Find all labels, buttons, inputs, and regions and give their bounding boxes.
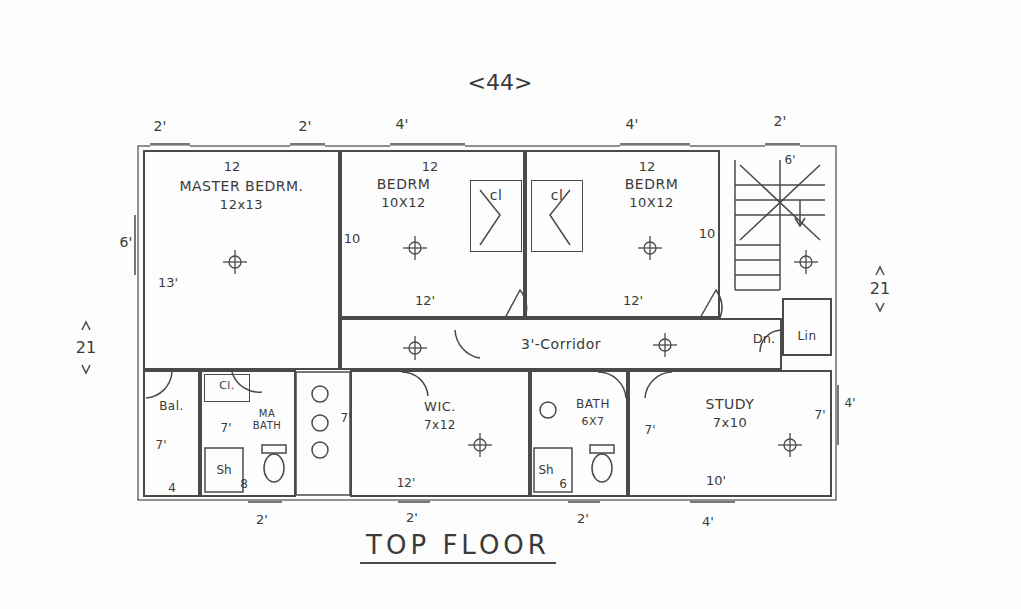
dimension-label: 8 xyxy=(240,478,248,490)
dimension-label: 7' xyxy=(815,409,826,421)
room-name: Bal. xyxy=(159,400,184,414)
dimension-label: 6' xyxy=(120,235,133,249)
dimension-label: 4' xyxy=(845,397,856,409)
dimension-label: 12' xyxy=(397,477,416,489)
room-size: 7x10 xyxy=(713,416,748,431)
dimension-label: 12' xyxy=(415,294,435,307)
room: cl xyxy=(470,180,522,252)
dimension-label: 21 xyxy=(76,340,96,356)
dimension-label: 4' xyxy=(626,117,639,131)
dimension-label: 4 xyxy=(168,482,176,494)
dimension-label: 2' xyxy=(577,512,589,525)
room-size: 10X12 xyxy=(381,196,426,211)
room-name: MASTER BEDRM. xyxy=(179,178,303,194)
dimension-label: Dn. xyxy=(753,332,775,345)
room-name: MA BATH xyxy=(243,408,291,431)
room: MA BATH Cl. xyxy=(200,370,296,497)
room-name: STUDY xyxy=(706,396,755,412)
dimension-label: 7' xyxy=(645,424,656,436)
room-name: BATH xyxy=(576,398,610,412)
room-size: 12x13 xyxy=(220,198,263,213)
dimension-label: 10 xyxy=(344,232,361,245)
room: MASTER BEDRM. 12x13 xyxy=(143,150,340,370)
room-name: Cl. xyxy=(219,380,235,393)
dimension-label: 7' xyxy=(221,422,232,434)
room: 3'-Corridor xyxy=(340,318,782,370)
dimension-label: 4' xyxy=(396,117,409,131)
room-name: cl xyxy=(551,187,564,203)
dimension-label: 12 xyxy=(639,160,656,173)
room-name: BEDRM xyxy=(625,176,679,192)
dimension-label: 21 xyxy=(870,281,890,297)
dimension-label: Sh xyxy=(538,464,553,476)
dimension-label: 4' xyxy=(702,515,714,528)
room-size: 6X7 xyxy=(581,416,604,429)
dimension-label: 13' xyxy=(158,276,178,289)
dimension-label: 12' xyxy=(623,294,643,307)
room: BEDRM 10X12 cl xyxy=(525,150,720,318)
room-name: cl xyxy=(490,187,503,203)
dimension-label: Sh xyxy=(216,464,231,476)
plan-caption: TOP FLOOR xyxy=(360,530,556,564)
room: WIC. 7x12 xyxy=(350,370,530,497)
dimension-label: 2' xyxy=(406,511,418,524)
dimension-label: 2' xyxy=(256,513,268,526)
room-size: 7x12 xyxy=(424,419,456,433)
dimension-label: 2' xyxy=(299,119,312,133)
room-name: BEDRM xyxy=(377,176,431,192)
room: cl xyxy=(531,180,583,252)
dimension-label: 2' xyxy=(154,119,167,133)
room-name: WIC. xyxy=(424,400,456,415)
dimension-label: 6 xyxy=(559,478,567,490)
dimension-label: 2' xyxy=(774,114,787,128)
room-size: 10X12 xyxy=(629,196,674,211)
room-name: 3'-Corridor xyxy=(521,336,601,352)
dimension-label: 10 xyxy=(699,227,716,240)
dimension-label: 7' xyxy=(156,439,167,451)
dimension-label: <44> xyxy=(468,72,533,94)
dimension-label: 12 xyxy=(224,160,241,173)
dimension-label: 7' xyxy=(341,412,352,424)
dimension-label: 10' xyxy=(706,474,726,487)
room: Lin xyxy=(782,298,832,356)
dimension-label: 6' xyxy=(785,154,796,166)
room: STUDY 7x10 xyxy=(628,370,832,497)
room: BATH 6X7 xyxy=(530,370,628,497)
room: Cl. xyxy=(204,374,250,402)
dimension-label: 12 xyxy=(422,160,439,173)
room-name: Lin xyxy=(797,330,816,344)
room: Bal. xyxy=(143,370,200,497)
